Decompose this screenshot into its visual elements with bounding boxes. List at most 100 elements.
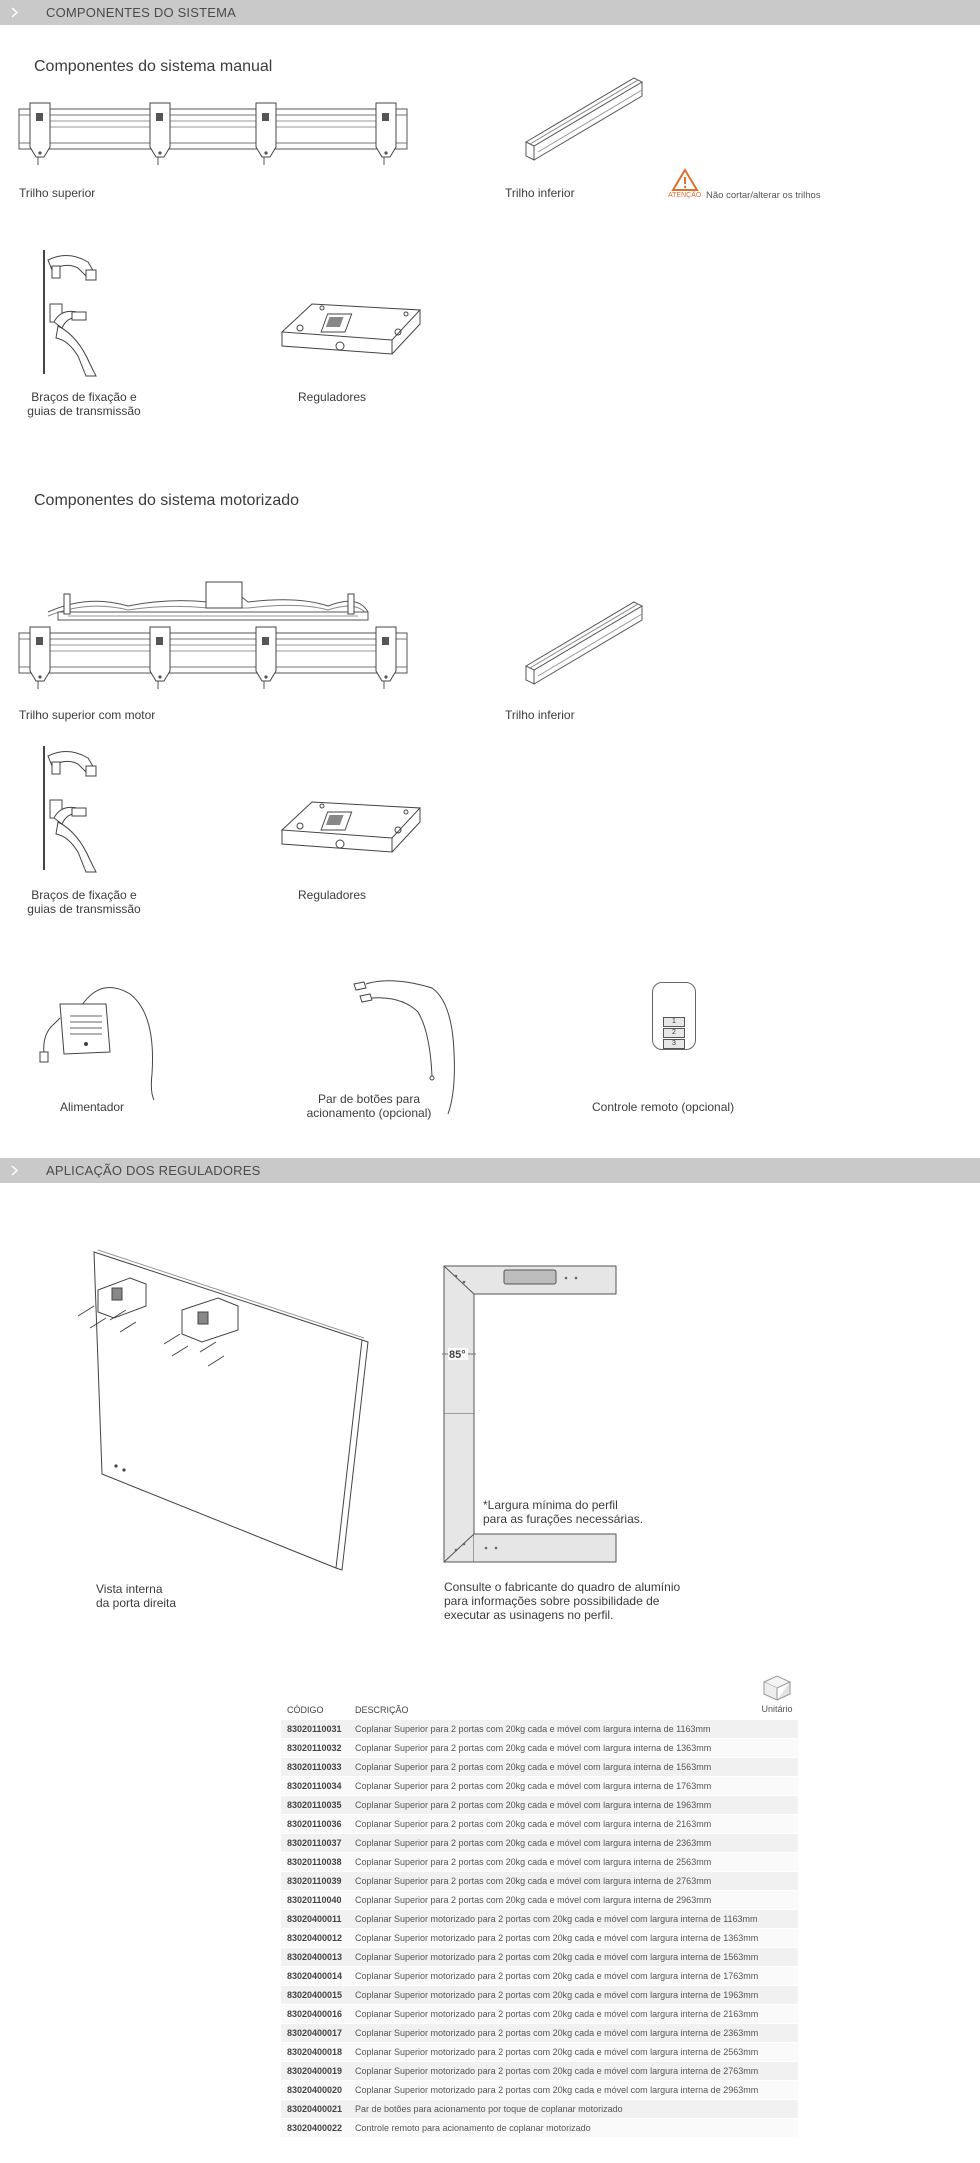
power-supply-caption: Alimentador <box>60 1100 125 1114</box>
motor-system-title: Componentes do sistema motorizado <box>34 492 300 509</box>
door-illustration <box>72 1248 368 1572</box>
product-code: 83020110037 <box>281 1833 349 1853</box>
product-code: 83020400012 <box>281 1928 349 1948</box>
product-code: 83020400019 <box>281 2061 349 2081</box>
remote-key-3: 3 <box>663 1039 685 1049</box>
product-code: 83020110032 <box>281 1738 349 1758</box>
bottom-rail-motor-illustration <box>524 596 644 686</box>
product-description: Coplanar Superior motorizado para 2 port… <box>349 1947 798 1967</box>
product-code: 83020110034 <box>281 1776 349 1796</box>
consult-note: Consulte o fabricante do quadro de alumí… <box>444 1580 681 1622</box>
product-description: Coplanar Superior motorizado para 2 port… <box>349 1966 798 1986</box>
bottom-rail-illustration <box>524 72 644 162</box>
regulators-motor-illustration <box>272 800 422 860</box>
angle-label: 85° <box>449 1349 466 1361</box>
chevron-right-icon <box>11 7 19 18</box>
section-header-regulators: APLICAÇÃO DOS REGULADORES <box>0 1158 980 1183</box>
warning-text: Não cortar/alterar os trilhos <box>706 190 821 201</box>
remote-key-1: 1 <box>663 1017 685 1027</box>
product-code: 83020400015 <box>281 1985 349 2005</box>
product-code: 83020400014 <box>281 1966 349 1986</box>
chevron-right-icon <box>11 1165 19 1176</box>
product-description: Coplanar Superior para 2 portas com 20kg… <box>349 1776 798 1796</box>
product-description: Controle remoto para acionamento de copl… <box>349 2118 798 2138</box>
product-description: Coplanar Superior motorizado para 2 port… <box>349 1985 798 2005</box>
product-description: Coplanar Superior motorizado para 2 port… <box>349 1928 798 1948</box>
remote-control-illustration: 1 2 3 <box>652 982 696 1050</box>
product-code: 83020110033 <box>281 1757 349 1777</box>
regulators-caption: Reguladores <box>298 390 367 404</box>
arms-caption: Braços de fixação e guias de transmissão <box>27 390 141 418</box>
top-rail-illustration <box>18 96 408 168</box>
product-description: Coplanar Superior motorizado para 2 port… <box>349 2080 798 2100</box>
product-description: Coplanar Superior para 2 portas com 20kg… <box>349 1814 798 1834</box>
arms-illustration <box>38 248 118 378</box>
section-title: APLICAÇÃO DOS REGULADORES <box>46 1163 261 1178</box>
min-width-note: *Largura mínima do perfil para as furaçõ… <box>483 1498 644 1526</box>
bottom-rail-motor-caption: Trilho inferior <box>505 708 575 722</box>
product-description: Coplanar Superior para 2 portas com 20kg… <box>349 1720 798 1739</box>
profile-illustration <box>442 1264 624 1566</box>
top-rail-caption: Trilho superior <box>19 186 96 200</box>
product-description: Coplanar Superior motorizado para 2 port… <box>349 1909 798 1929</box>
warning-note: ATENÇÃO Não cortar/alterar os trilhos <box>668 168 838 204</box>
top-rail-motor-illustration <box>18 572 408 692</box>
bottom-rail-caption: Trilho inferior <box>505 186 575 200</box>
product-description: Coplanar Superior motorizado para 2 port… <box>349 2042 798 2062</box>
product-code: 83020110035 <box>281 1795 349 1815</box>
description-column-header: DESCRIÇÃO <box>355 1705 409 1715</box>
product-code: 83020110039 <box>281 1871 349 1891</box>
arms-motor-caption: Braços de fixação e guias de transmissão <box>27 888 141 916</box>
unit-label: Unitário <box>761 1704 793 1714</box>
table-header: CÓDIGO DESCRIÇÃO <box>281 1700 798 1720</box>
product-description: Coplanar Superior motorizado para 2 port… <box>349 2023 798 2043</box>
product-description: Coplanar Superior motorizado para 2 port… <box>349 2061 798 2081</box>
arms-motor-illustration <box>38 744 118 874</box>
regulators-motor-caption: Reguladores <box>298 888 367 902</box>
product-code: 83020110031 <box>281 1720 349 1739</box>
product-code: 83020400013 <box>281 1947 349 1967</box>
product-code: 83020400020 <box>281 2080 349 2100</box>
buttons-caption: Par de botões para acionamento (opcional… <box>306 1092 432 1120</box>
unit-indicator: Unitário <box>754 1672 800 1716</box>
product-code: 83020400022 <box>281 2118 349 2138</box>
product-description: Coplanar Superior para 2 portas com 20kg… <box>349 1833 798 1853</box>
product-description: Coplanar Superior para 2 portas com 20kg… <box>349 1738 798 1758</box>
section-header-components: COMPONENTES DO SISTEMA <box>0 0 980 25</box>
remote-keypad: 1 2 3 <box>663 1017 685 1049</box>
manual-system-title: Componentes do sistema manual <box>34 58 273 75</box>
product-code: 83020110036 <box>281 1814 349 1834</box>
product-code: 83020110038 <box>281 1852 349 1872</box>
product-description: Coplanar Superior motorizado para 2 port… <box>349 2004 798 2024</box>
regulators-illustration <box>272 302 422 362</box>
product-description: Coplanar Superior para 2 portas com 20kg… <box>349 1890 798 1910</box>
product-code: 83020110040 <box>281 1890 349 1910</box>
buttons-illustration <box>352 972 462 1116</box>
product-code: 83020400018 <box>281 2042 349 2062</box>
power-supply-illustration <box>40 974 162 1104</box>
box-icon <box>762 1675 792 1701</box>
door-caption: Vista interna da porta direita <box>96 1582 177 1610</box>
product-code: 83020400016 <box>281 2004 349 2024</box>
product-description: Coplanar Superior para 2 portas com 20kg… <box>349 1757 798 1777</box>
